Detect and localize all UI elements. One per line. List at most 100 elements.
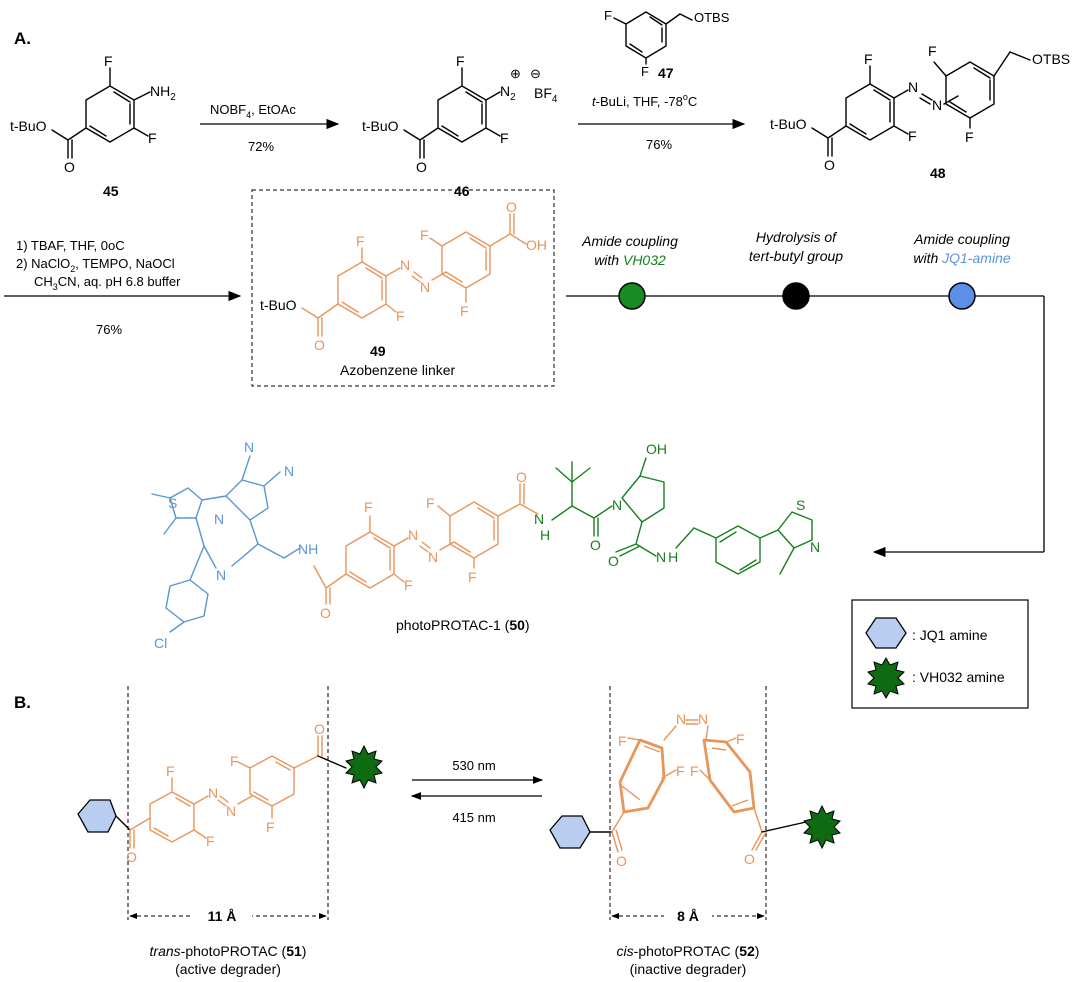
compound-number: 48 (930, 165, 946, 181)
step-2-line-1: Hydrolysis of (756, 229, 838, 245)
reagents-line-3: CH3CN, aq. pH 6.8 buffer (34, 274, 181, 292)
atom-label: N (932, 97, 942, 113)
atom-label: N (676, 711, 686, 727)
charge-plus: ⊕ (510, 66, 521, 81)
atom-label: F (266, 819, 275, 835)
linker-caption: Azobenzene linker (340, 362, 456, 378)
atom-label: F (420, 227, 429, 243)
atom-label: N (428, 549, 438, 565)
atom-label: NH (298, 541, 318, 557)
atom-label: F (641, 64, 649, 79)
trans-photoprotac: F F F F N N O O 11 Å trans-photoPROTAC (… (77, 686, 383, 977)
atom-label: F (928, 43, 937, 59)
atom-label: OH (646, 441, 667, 457)
atom-label: F (676, 763, 685, 779)
atom-label: OH (526, 237, 547, 253)
compound-49: F F F F N N OH O t-BuO O 49 Azobenzene l… (251, 189, 555, 387)
cis-distance: 8 Å (677, 908, 699, 924)
atom-label: O (590, 537, 601, 553)
atom-label: O (506, 199, 517, 215)
atom-label: t-BuO (770, 116, 807, 132)
atom-label: O (314, 721, 325, 737)
atom-label: t-BuO (260, 297, 297, 313)
reagents-line-2: 2) NaClO2, TEMPO, NaOCl (16, 256, 175, 274)
atom-label: F (864, 51, 873, 67)
reagents-label: NOBF4, EtOAc (210, 102, 296, 120)
reagents-line-1: 1) TBAF, THF, 0oC (16, 238, 125, 253)
step-2-line-2: tert-butyl group (749, 248, 843, 264)
atom-label: t-BuO (362, 118, 399, 134)
atom-label: BF4 (534, 85, 558, 105)
jq1-hexagon-icon (549, 815, 591, 849)
atom-label: N (420, 279, 430, 295)
atom-label: F (148, 130, 157, 146)
atom-label: Cl (154, 635, 167, 651)
legend-jq1-label: : JQ1 amine (912, 627, 988, 643)
step-3-line-1: Amide coupling (913, 231, 1010, 247)
atom-label: OTBS (1032, 51, 1070, 67)
atom-label: F (396, 308, 405, 324)
atom-label: N (244, 439, 254, 455)
atom-label: N (400, 257, 410, 273)
cis-photoprotac: N N F F F F O O 8 Å cis-photoPROTAC (52)… (549, 686, 841, 977)
atom-label: O (416, 159, 427, 175)
atom-label: H (540, 527, 550, 543)
photo-switch-arrows: 530 nm 415 nm (410, 758, 544, 825)
atom-label: F (166, 763, 175, 779)
compound-47: F F OTBS 47 (604, 8, 730, 81)
atom-label: O (320, 605, 331, 621)
dashed-box (251, 189, 555, 387)
atom-label: S (168, 495, 177, 511)
panel-b-label: B. (14, 693, 31, 712)
atom-label: F (736, 731, 745, 747)
atom-label: F (460, 303, 469, 319)
atom-label: N (810, 539, 820, 555)
atom-label: N (698, 711, 708, 727)
step-dot-hydrolysis (782, 282, 810, 310)
atom-label: O (516, 469, 527, 485)
reaction-arrow-1: NOBF4, EtOAc 72% (200, 102, 340, 154)
atom-label: O (64, 159, 75, 175)
atom-label: N (408, 527, 418, 543)
step-1-line-1: Amide coupling (581, 233, 678, 249)
atom-label: OTBS (694, 10, 730, 25)
atom-label: F (618, 733, 627, 749)
step-3-line-2: with JQ1-amine (913, 250, 1010, 266)
atom-label: N (208, 785, 218, 801)
atom-label: O (824, 157, 835, 173)
atom-label: F (104, 53, 113, 69)
atom-label: N2 (500, 83, 516, 103)
atom-label: N (226, 803, 236, 819)
atom-label: F (426, 495, 435, 511)
compound-number: 47 (658, 65, 674, 81)
step-dot-vh032 (618, 282, 646, 310)
atom-label: F (404, 577, 413, 593)
compound-number: 49 (370, 343, 386, 359)
atom-label: S (796, 497, 805, 513)
vh032-star-icon (345, 744, 383, 790)
legend-vh032-label: : VH032 amine (912, 669, 1005, 685)
atom-label: F (690, 763, 699, 779)
trans-distance: 11 Å (208, 908, 237, 924)
atom-label: N (534, 511, 544, 527)
reverse-wavelength: 415 nm (452, 810, 495, 825)
step-track: Amide coupling with VH032 Hydrolysis of … (566, 229, 1045, 558)
atom-label: O (126, 849, 137, 865)
atom-label: F (468, 569, 477, 585)
vh032-star-icon (803, 804, 841, 850)
reaction-arrow-3: 1) TBAF, THF, 0oC 2) NaClO2, TEMPO, NaOC… (4, 238, 242, 337)
atom-label: N (216, 567, 226, 583)
atom-label: NH2 (150, 83, 176, 103)
atom-label: N (612, 497, 622, 513)
atom-label: F (908, 128, 917, 144)
atom-label: O (744, 851, 755, 867)
atom-label: t-BuO (10, 118, 47, 134)
atom-label: F (206, 833, 215, 849)
compound-50: S N N N N NH Cl F F F F N (151, 439, 820, 651)
jq1-hexagon-icon (77, 799, 117, 833)
forward-wavelength: 530 nm (452, 758, 495, 773)
atom-label: N (908, 79, 918, 95)
compound-45: F NH2 F t-BuO O 45 (10, 53, 176, 199)
step-1-line-2: with VH032 (594, 252, 666, 268)
